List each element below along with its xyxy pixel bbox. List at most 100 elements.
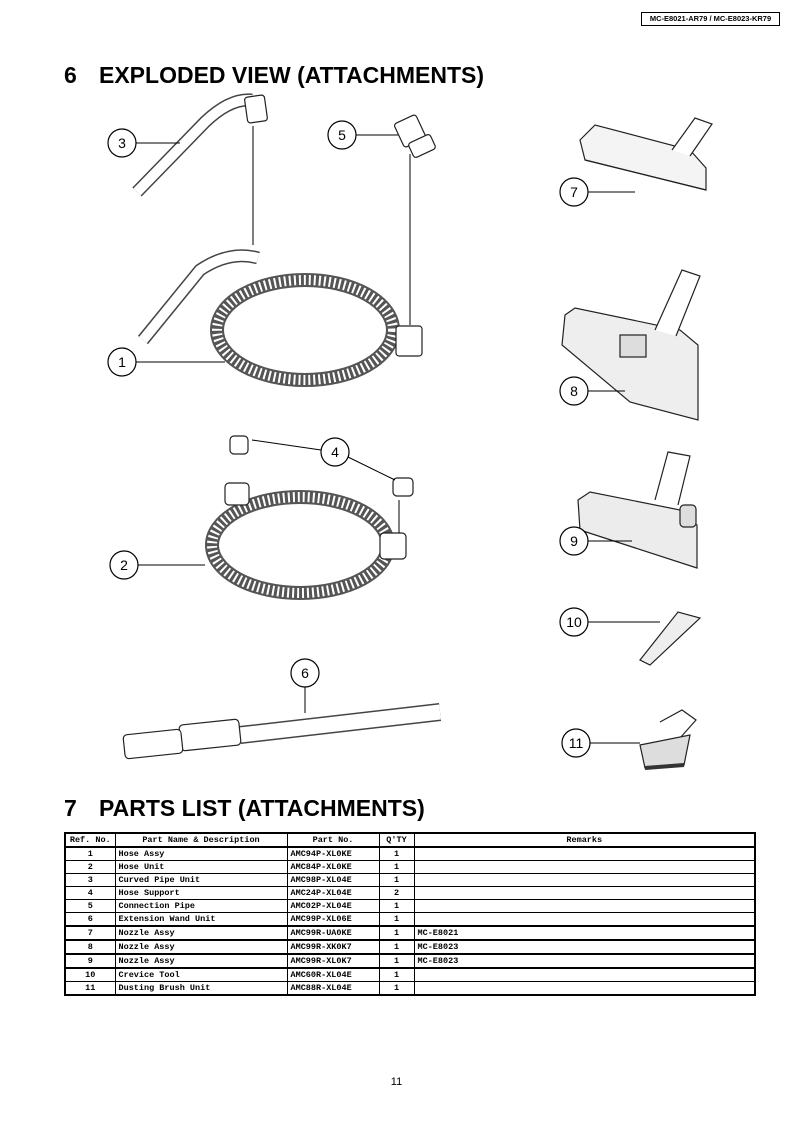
cell-qty: 1	[378, 860, 415, 874]
cell-remarks	[413, 912, 756, 927]
cell-remarks	[413, 981, 756, 996]
cell-part-no: AMC99P-XL06E	[286, 912, 380, 927]
callout-7-label: 7	[570, 184, 578, 200]
crevice-tool-illustration	[639, 611, 702, 666]
cell-part-no: AMC88R-XL04E	[286, 981, 380, 996]
cell-ref: 11	[64, 981, 116, 996]
cell-remarks	[413, 886, 756, 900]
hose-assy-illustration	[137, 249, 423, 387]
callout-10-circle	[559, 607, 589, 637]
cell-qty: 1	[378, 912, 415, 927]
table-row: 8 Nozzle Assy AMC99R-XK0K7 1 MC-E8023	[64, 939, 756, 955]
exploded-view-diagram: 3 5 1 4 2 6 7 8 9 10 11	[107, 93, 713, 770]
cell-qty: 1	[378, 953, 415, 969]
table-row: 5 Connection Pipe AMC02P-XL04E 1	[64, 899, 756, 913]
cell-description: Hose Unit	[114, 860, 288, 874]
callout-1-circle	[107, 347, 137, 377]
cell-remarks: MC-E8023	[413, 953, 756, 969]
connection-pipe-illustration	[394, 114, 436, 158]
callout-8-circle	[559, 376, 589, 406]
header-remarks: Remarks	[413, 832, 756, 848]
cell-description: Nozzle Assy	[114, 925, 288, 941]
curved-pipe-illustration	[132, 93, 268, 197]
cell-remarks: MC-E8023	[413, 939, 756, 955]
cell-part-no: AMC84P-XL0KE	[286, 860, 380, 874]
cell-ref: 10	[64, 967, 116, 982]
hose-unit-illustration	[205, 482, 407, 600]
hose-support-illustration	[229, 435, 414, 497]
cell-ref: 7	[64, 925, 116, 941]
cell-remarks	[413, 967, 756, 982]
leader-lines	[136, 126, 660, 744]
cell-description: Dusting Brush Unit	[114, 981, 288, 996]
cell-description: Hose Assy	[114, 846, 288, 861]
callout-2-label: 2	[120, 557, 128, 573]
cell-qty: 1	[378, 873, 415, 887]
callout-6-label: 6	[301, 665, 309, 681]
table-row: 11 Dusting Brush Unit AMC88R-XL04E 1	[64, 981, 756, 996]
cell-qty: 1	[378, 939, 415, 955]
cell-ref: 6	[64, 912, 116, 927]
parts-table-header-row: Ref. No. Part Name & Description Part No…	[64, 832, 756, 848]
cell-ref: 2	[64, 860, 116, 874]
table-row: 10 Crevice Tool AMC60R-XL04E 1	[64, 967, 756, 982]
callout-10-label: 10	[566, 614, 582, 630]
cell-remarks	[413, 846, 756, 861]
callout-3-label: 3	[118, 135, 126, 151]
table-row: 2 Hose Unit AMC84P-XL0KE 1	[64, 860, 756, 874]
cell-part-no: AMC02P-XL04E	[286, 899, 380, 913]
cell-ref: 8	[64, 939, 116, 955]
callout-4-circle	[320, 437, 350, 467]
cell-ref: 9	[64, 953, 116, 969]
cell-remarks: MC-E8021	[413, 925, 756, 941]
callout-11-label: 11	[569, 735, 584, 751]
cell-qty: 1	[378, 846, 415, 861]
table-row: 7 Nozzle Assy AMC99R-UA0KE 1 MC-E8021	[64, 925, 756, 941]
nozzle-9-illustration	[577, 451, 698, 569]
header-ref-no: Ref. No.	[64, 832, 116, 848]
cell-description: Hose Support	[114, 886, 288, 900]
cell-qty: 1	[378, 981, 415, 996]
cell-description: Crevice Tool	[114, 967, 288, 982]
callout-3-circle	[107, 128, 137, 158]
cell-part-no: AMC99R-XL0K7	[286, 953, 380, 969]
callout-6-circle	[290, 658, 320, 688]
callout-7-circle	[559, 177, 589, 207]
callout-1-label: 1	[118, 354, 126, 370]
cell-qty: 2	[378, 886, 415, 900]
cell-description: Nozzle Assy	[114, 939, 288, 955]
cell-part-no: AMC99R-UA0KE	[286, 925, 380, 941]
nozzle-7-illustration	[579, 117, 713, 191]
callout-2-circle	[109, 550, 139, 580]
header-qty: Q'TY	[378, 832, 415, 848]
callout-5-circle	[327, 120, 357, 150]
nozzle-8-illustration	[561, 269, 701, 421]
cell-description: Extension Wand Unit	[114, 912, 288, 927]
cell-description: Nozzle Assy	[114, 953, 288, 969]
cell-qty: 1	[378, 899, 415, 913]
cell-part-no: AMC94P-XL0KE	[286, 846, 380, 861]
table-row: 9 Nozzle Assy AMC99R-XL0K7 1 MC-E8023	[64, 953, 756, 969]
cell-ref: 3	[64, 873, 116, 887]
cell-ref: 5	[64, 899, 116, 913]
dusting-brush-illustration	[639, 709, 697, 770]
cell-remarks	[413, 899, 756, 913]
cell-qty: 1	[378, 925, 415, 941]
header-part-name: Part Name & Description	[114, 832, 288, 848]
callout-9-label: 9	[570, 533, 578, 549]
table-row: 1 Hose Assy AMC94P-XL0KE 1	[64, 846, 756, 861]
cell-part-no: AMC60R-XL04E	[286, 967, 380, 982]
table-row: 3 Curved Pipe Unit AMC98P-XL04E 1	[64, 873, 756, 887]
cell-remarks	[413, 860, 756, 874]
cell-part-no: AMC98P-XL04E	[286, 873, 380, 887]
cell-ref: 1	[64, 846, 116, 861]
table-row: 4 Hose Support AMC24P-XL04E 2	[64, 886, 756, 900]
callout-11-circle	[561, 728, 591, 758]
table-row: 6 Extension Wand Unit AMC99P-XL06E 1	[64, 912, 756, 927]
cell-part-no: AMC99R-XK0K7	[286, 939, 380, 955]
cell-remarks	[413, 873, 756, 887]
callout-8-label: 8	[570, 383, 578, 399]
callout-5-label: 5	[338, 127, 346, 143]
